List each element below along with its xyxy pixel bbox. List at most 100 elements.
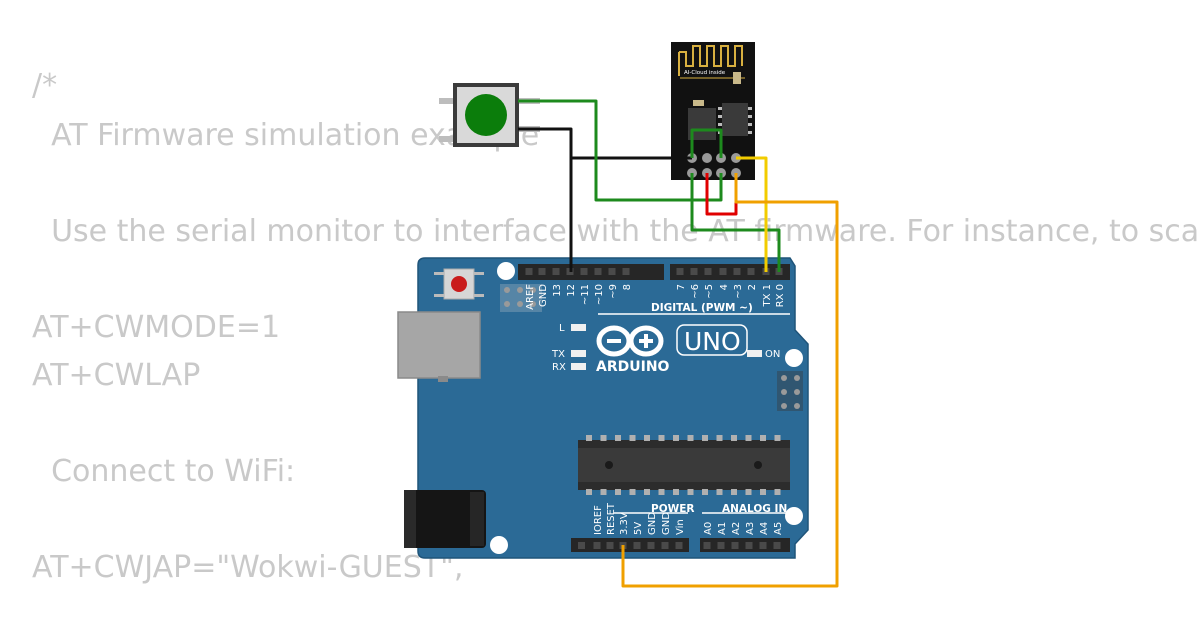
icsp-header-usb — [500, 284, 542, 312]
pin-label: ~6 — [690, 284, 701, 299]
pin-label: 4 — [719, 284, 730, 290]
code-line-usage: Use the serial monitor to interface with… — [51, 214, 1200, 249]
pin-label: 12 — [566, 284, 577, 297]
header-pin[interactable] — [717, 542, 725, 549]
pin-label: IOREF — [593, 505, 604, 535]
pin-label: 7 — [676, 284, 687, 290]
header-pin[interactable] — [606, 542, 614, 549]
pin-label: GND — [538, 284, 549, 307]
pin-label: A1 — [717, 522, 728, 535]
pin-label: A5 — [773, 522, 784, 535]
pin-label: TX 1 — [762, 284, 773, 308]
esp-header-pin[interactable] — [702, 153, 712, 163]
pin-label: GND — [647, 512, 658, 535]
led-rx-label: RX — [552, 362, 566, 373]
pcb-antenna — [678, 45, 743, 76]
led-l — [571, 324, 586, 331]
mounting-hole — [785, 507, 803, 525]
arduino-logo-text: ARDUINO — [596, 359, 670, 375]
pin-label: A3 — [745, 522, 756, 535]
pin-label: A4 — [759, 522, 770, 535]
pin-label: ~10 — [594, 284, 605, 305]
pin-label: A0 — [703, 522, 714, 535]
header-pin[interactable] — [759, 542, 767, 549]
led-l-label: L — [559, 323, 565, 334]
push-button-cap[interactable] — [465, 94, 507, 136]
digital-pwm-label: DIGITAL (PWM ~) — [651, 302, 753, 314]
header-pin[interactable] — [525, 268, 533, 275]
header-pin[interactable] — [731, 542, 739, 549]
pin-label: 3.3V — [619, 512, 630, 535]
code-line-cwmode: AT+CWMODE=1 — [32, 310, 281, 345]
wire-green-esp-loop[interactable] — [690, 128, 723, 158]
pin-label: RESET — [606, 502, 617, 535]
pin-label: 2 — [747, 284, 758, 290]
header-pin[interactable] — [633, 542, 641, 549]
atmega-chip — [578, 435, 790, 495]
digital-header-right — [670, 264, 790, 280]
header-pin[interactable] — [580, 268, 588, 275]
header-pin[interactable] — [578, 542, 585, 549]
header-pin[interactable] — [690, 268, 698, 275]
pin-label: 13 — [552, 284, 563, 297]
arduino-logo: ARDUINO — [596, 325, 670, 375]
pin-label: Vin — [675, 519, 686, 535]
pin-label: 5V — [633, 522, 644, 535]
uno-model-text: UNO — [684, 327, 741, 356]
mounting-hole — [490, 536, 508, 554]
header-pin[interactable] — [773, 542, 781, 549]
code-line-cwjap: AT+CWJAP="Wokwi-GUEST", — [32, 550, 464, 585]
power-label: POWER — [651, 503, 694, 515]
header-pin[interactable] — [593, 542, 601, 549]
header-pin[interactable] — [704, 268, 712, 275]
led-on-label: ON — [765, 349, 780, 360]
led-tx-label: TX — [551, 349, 565, 360]
antenna-label: AI-Cloud inside — [684, 70, 726, 76]
header-pin[interactable] — [661, 542, 669, 549]
icsp-header-right — [777, 371, 803, 411]
wire-yellow-tx[interactable] — [736, 156, 768, 272]
code-line-cwlap: AT+CWLAP — [32, 358, 201, 393]
power-header — [571, 538, 689, 552]
pin-label: ~3 — [733, 284, 744, 299]
pin-label: ~9 — [608, 284, 619, 299]
pin-label: ~5 — [704, 284, 715, 299]
wires — [518, 99, 839, 588]
header-pin[interactable] — [733, 268, 741, 275]
header-pin[interactable] — [552, 268, 560, 275]
header-pin[interactable] — [608, 268, 616, 275]
led-on — [747, 350, 762, 357]
header-pin[interactable] — [676, 268, 684, 275]
pin-label: A2 — [731, 522, 742, 535]
pin-label: AREF — [525, 284, 536, 310]
header-pin[interactable] — [675, 542, 683, 549]
push-button[interactable] — [439, 83, 540, 147]
power-jack — [404, 490, 486, 548]
pin-label: RX 0 — [775, 284, 786, 307]
pin-label: GND — [661, 512, 672, 535]
header-pin[interactable] — [622, 268, 630, 275]
wire-orange-3v3[interactable] — [621, 173, 839, 588]
header-pin[interactable] — [745, 542, 753, 549]
wire-green-button-esp[interactable] — [518, 99, 723, 202]
header-pin[interactable] — [747, 268, 755, 275]
uno-badge — [676, 324, 748, 356]
led-rx — [571, 363, 586, 370]
reset-button[interactable] — [434, 268, 484, 300]
header-pin[interactable] — [719, 268, 727, 275]
wire-black-gnd[interactable] — [518, 127, 573, 272]
pin-label: 8 — [622, 284, 633, 290]
header-pin[interactable] — [647, 542, 655, 549]
code-line-comment: /* — [32, 68, 58, 103]
header-pin[interactable] — [703, 542, 711, 549]
code-line-connect: Connect to WiFi: — [32, 454, 296, 489]
wire-green-rx[interactable] — [690, 173, 781, 272]
pin-label: ~11 — [580, 284, 591, 305]
usb-connector — [397, 311, 481, 379]
flash-chip — [722, 103, 748, 136]
mounting-hole — [497, 262, 515, 280]
header-pin[interactable] — [538, 268, 546, 275]
header-pin[interactable] — [594, 268, 602, 275]
